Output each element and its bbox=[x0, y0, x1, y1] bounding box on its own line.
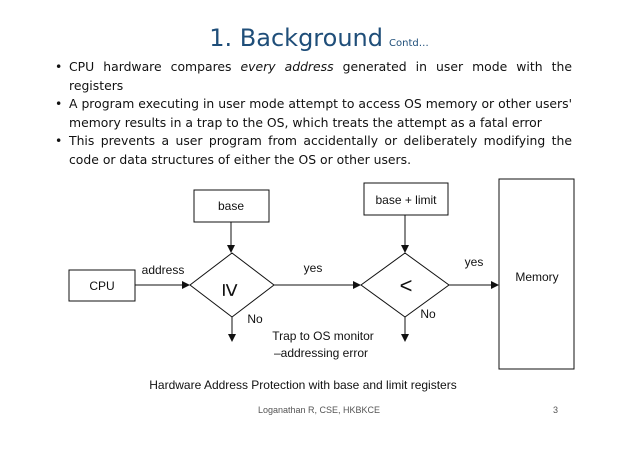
bullet-item: • CPU hardware compares every address gen… bbox=[55, 58, 572, 95]
bullet-1-post: generated in user mode with the register… bbox=[69, 59, 572, 93]
no-label-1: No bbox=[247, 312, 263, 326]
yes-label-2: yes bbox=[465, 255, 484, 269]
trap-label-line1: Trap to OS monitor bbox=[272, 329, 374, 343]
memory-box bbox=[498, 178, 575, 370]
title-main: 1. Background bbox=[209, 24, 383, 52]
bullet-item: • A program executing in user mode attemp… bbox=[55, 95, 572, 132]
bullet-2-text: A program executing in user mode attempt… bbox=[69, 96, 572, 130]
yes-label-1: yes bbox=[304, 261, 323, 275]
trap-label-line2: –addressing error bbox=[274, 346, 368, 360]
bullet-dot: • bbox=[55, 59, 63, 74]
bullet-item: • This prevents a user program from accid… bbox=[55, 132, 572, 169]
no-label-2: No bbox=[420, 307, 436, 321]
title-sub: Contd… bbox=[389, 38, 429, 49]
memory-label: Memory bbox=[515, 270, 558, 284]
bullet-dot: • bbox=[55, 96, 63, 112]
diagram-caption: Hardware Address Protection with base an… bbox=[149, 378, 456, 392]
comparator-lt-symbol: < bbox=[400, 273, 413, 298]
base-limit-register-label: base + limit bbox=[375, 193, 437, 207]
base-limit-register-box bbox=[363, 182, 449, 216]
cpu-label: CPU bbox=[89, 279, 114, 293]
address-label: address bbox=[142, 263, 185, 277]
bullet-3-text: This prevents a user program from accide… bbox=[69, 133, 572, 167]
cpu-box bbox=[68, 269, 136, 302]
footer-author: Loganathan R, CSE, HKBKCE bbox=[257, 405, 381, 415]
bullet-1-emphasis: every address bbox=[240, 59, 334, 74]
bullet-1-pre: CPU hardware compares bbox=[69, 59, 241, 74]
comparator-ge-symbol: ≥ bbox=[217, 283, 244, 296]
page-number: 3 bbox=[553, 405, 559, 415]
bullet-list: • CPU hardware compares every address gen… bbox=[55, 58, 572, 170]
base-register-label: base bbox=[218, 199, 244, 213]
bullet-dot: • bbox=[55, 133, 63, 149]
